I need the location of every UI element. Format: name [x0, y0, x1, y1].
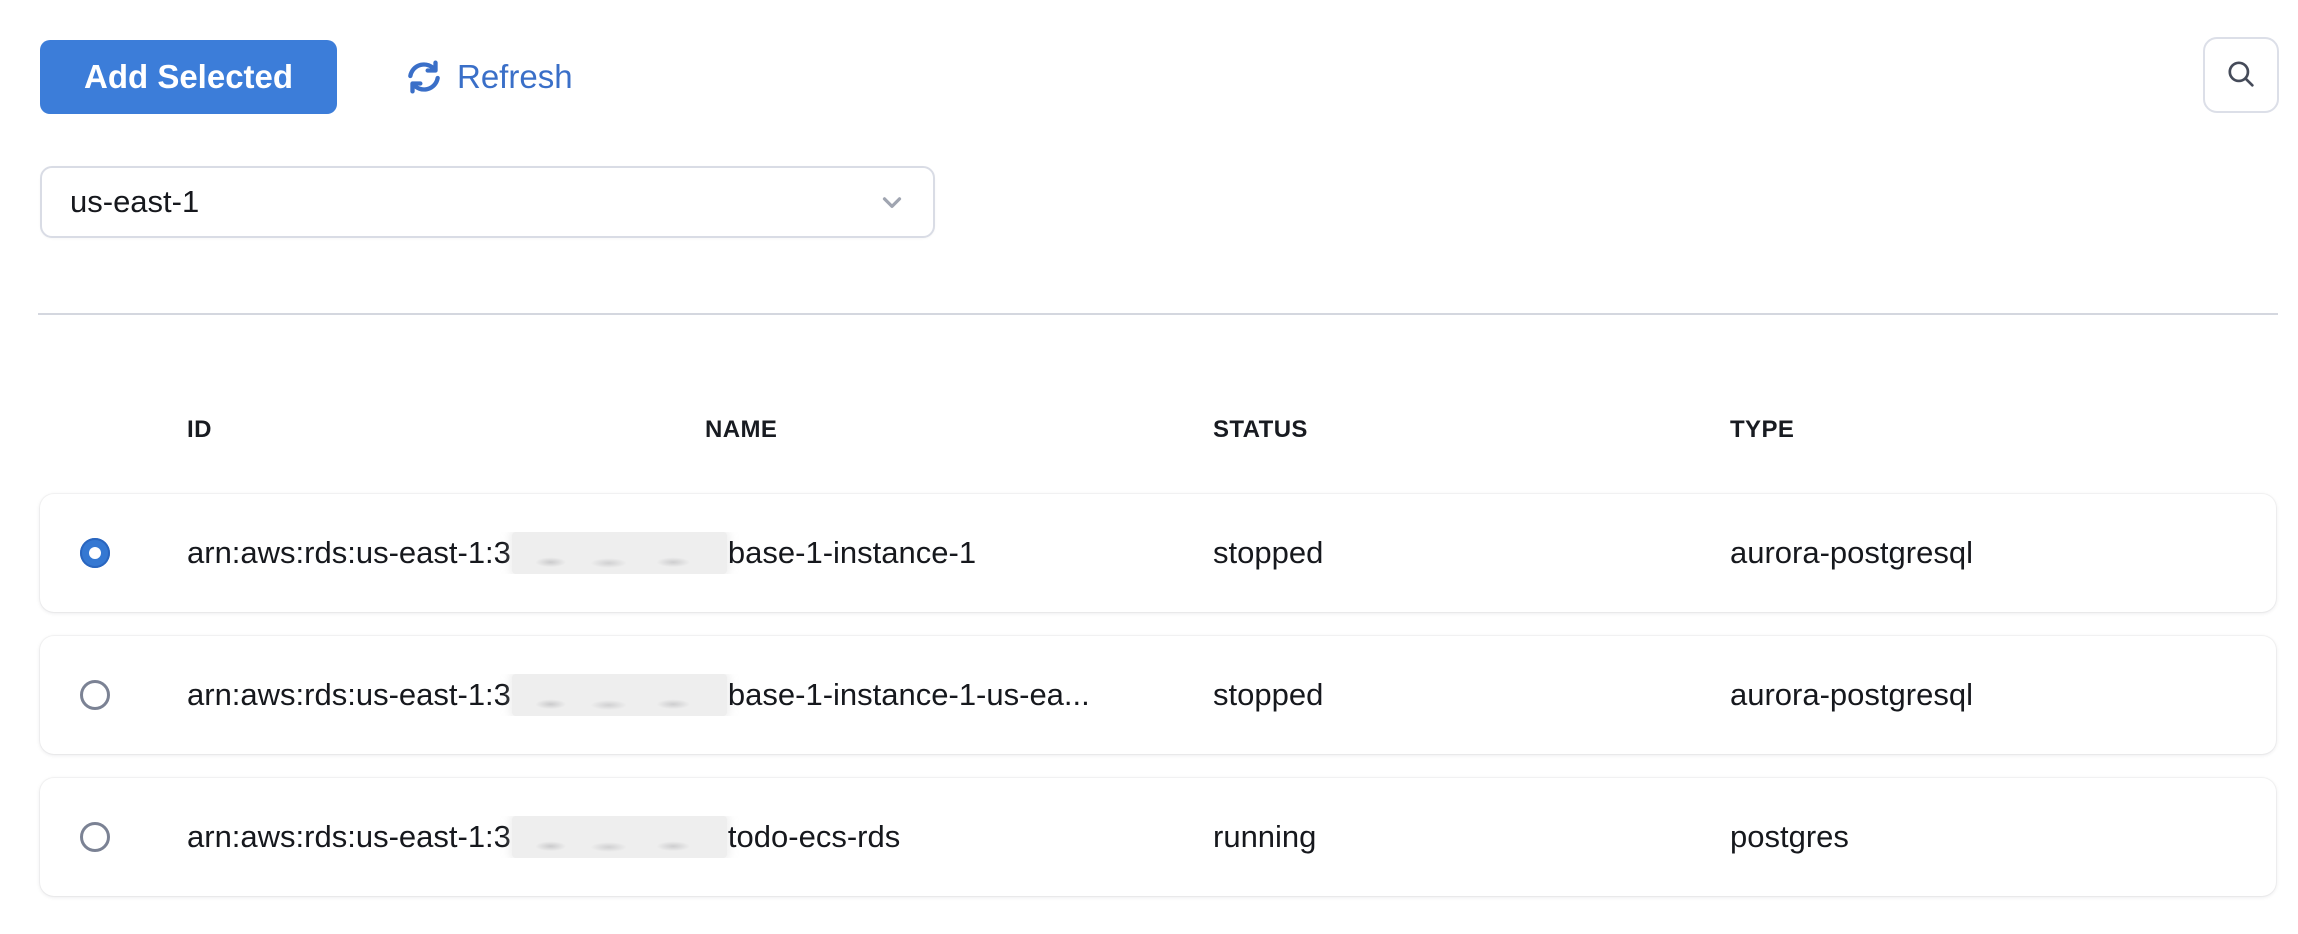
column-header-status: STATUS [1213, 416, 1308, 443]
table-body: arn:aws:rds:us-east-1:3 base-1-instance-… [40, 494, 2276, 920]
row-id-cell: arn:aws:rds:us-east-1:3 base-1-instance-… [187, 674, 1213, 716]
column-header-name: NAME [705, 416, 778, 443]
row-radio[interactable] [80, 680, 110, 710]
table-row[interactable]: arn:aws:rds:us-east-1:3 todo-ecs-rds run… [40, 778, 2276, 896]
row-radio[interactable] [80, 538, 110, 568]
divider [38, 313, 2278, 315]
row-type: postgres [1730, 819, 1849, 854]
row-status: running [1213, 819, 1317, 854]
table-header: ID NAME STATUS TYPE [0, 416, 2298, 446]
row-status: stopped [1213, 535, 1324, 570]
region-select[interactable]: us-east-1 [40, 166, 935, 238]
row-id-suffix: base-1-instance-1 [727, 535, 977, 570]
column-header-id: ID [187, 416, 212, 443]
row-id-cell: arn:aws:rds:us-east-1:3 todo-ecs-rds [187, 816, 1213, 858]
row-id-suffix: todo-ecs-rds [727, 819, 901, 854]
redacted-blur [511, 532, 727, 574]
region-select-value: us-east-1 [70, 184, 200, 219]
redacted-blur [511, 674, 727, 716]
refresh-label: Refresh [457, 58, 573, 95]
redacted-blur [511, 816, 727, 858]
add-selected-button[interactable]: Add Selected [40, 40, 338, 114]
row-radio-cell [40, 538, 187, 568]
row-id-suffix: base-1-instance-1-us-ea... [727, 677, 1090, 712]
row-type: aurora-postgresql [1730, 677, 1973, 712]
row-id-prefix: arn:aws:rds:us-east-1:3 [187, 677, 511, 712]
table-row[interactable]: arn:aws:rds:us-east-1:3 base-1-instance-… [40, 636, 2276, 754]
search-button[interactable] [2203, 37, 2279, 113]
row-radio-cell [40, 680, 187, 710]
column-header-type: TYPE [1730, 416, 1795, 443]
chevron-down-icon [877, 187, 907, 217]
row-type: aurora-postgresql [1730, 535, 1973, 570]
row-status: stopped [1213, 677, 1324, 712]
search-icon [2224, 57, 2258, 94]
refresh-icon [404, 57, 444, 97]
row-id-cell: arn:aws:rds:us-east-1:3 base-1-instance-… [187, 532, 1213, 574]
refresh-button[interactable]: Refresh [404, 40, 573, 114]
row-radio-cell [40, 822, 187, 852]
row-id-prefix: arn:aws:rds:us-east-1:3 [187, 535, 511, 570]
row-radio[interactable] [80, 822, 110, 852]
row-id-prefix: arn:aws:rds:us-east-1:3 [187, 819, 511, 854]
table-row[interactable]: arn:aws:rds:us-east-1:3 base-1-instance-… [40, 494, 2276, 612]
